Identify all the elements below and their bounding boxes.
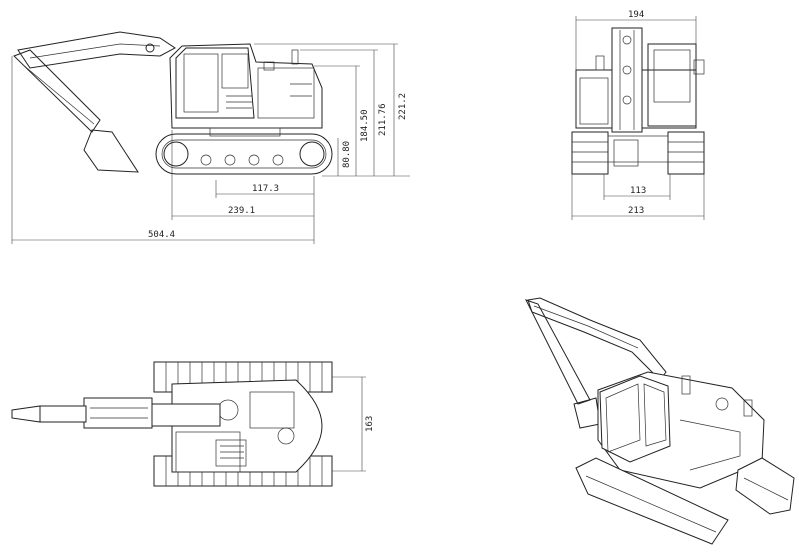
iso-cap bbox=[715, 397, 729, 411]
front-mirror bbox=[693, 59, 705, 75]
iso-cab bbox=[599, 375, 671, 463]
side-boom-pin bbox=[145, 43, 155, 53]
front-bucket bbox=[613, 139, 639, 167]
side-cab bbox=[175, 47, 255, 119]
side-boom bbox=[17, 31, 176, 69]
side-boom-line bbox=[29, 43, 161, 59]
side-engine-hood bbox=[257, 67, 315, 119]
top-view: 163 bbox=[11, 361, 375, 487]
iso-exhaust bbox=[681, 375, 691, 395]
side-roller-2 bbox=[224, 154, 236, 166]
iso-mirror bbox=[743, 399, 753, 417]
front-boom-pin-1 bbox=[622, 35, 632, 45]
side-mirror bbox=[263, 61, 275, 71]
front-boom bbox=[611, 27, 643, 133]
iso-track-front bbox=[575, 457, 729, 545]
side-bucket bbox=[83, 129, 139, 173]
front-track-left bbox=[571, 131, 609, 175]
front-track-right bbox=[667, 131, 705, 175]
dim-label-163: 163 bbox=[365, 416, 375, 432]
side-turntable bbox=[209, 127, 281, 137]
front-cab bbox=[647, 43, 697, 127]
side-arm bbox=[13, 49, 101, 133]
iso-boom bbox=[527, 297, 667, 381]
top-stick bbox=[39, 405, 87, 423]
dim-label-211-76: 211.76 bbox=[378, 103, 388, 136]
side-view: 117.3 239.1 504.4 80.80 184.50 211.76 22… bbox=[11, 31, 410, 244]
top-cab-roof bbox=[215, 439, 247, 467]
front-exhaust bbox=[595, 55, 605, 71]
top-upper-structure bbox=[171, 379, 323, 473]
side-exhaust bbox=[291, 49, 299, 65]
front-view: 194 113 213 bbox=[571, 10, 705, 220]
dim-label-221-2: 221.2 bbox=[398, 93, 408, 120]
front-boom-pin-3 bbox=[622, 95, 632, 105]
side-sprocket bbox=[299, 141, 325, 167]
iso-track-rear bbox=[735, 457, 795, 515]
isometric-view bbox=[525, 297, 795, 545]
dim-label-184-50: 184.50 bbox=[360, 109, 370, 142]
top-arm bbox=[83, 397, 153, 429]
side-upper-house bbox=[169, 43, 323, 129]
iso-cab-window-1 bbox=[605, 383, 641, 453]
top-bucket bbox=[11, 405, 41, 423]
top-fan bbox=[277, 427, 295, 445]
dim-label-213: 213 bbox=[628, 206, 644, 216]
dim-label-194: 194 bbox=[628, 10, 644, 20]
side-idler bbox=[163, 141, 189, 167]
iso-track-front-line bbox=[585, 475, 717, 533]
side-arm-line bbox=[21, 63, 95, 125]
iso-cab-window-2 bbox=[643, 383, 667, 447]
dim-label-117-3: 117.3 bbox=[252, 184, 279, 194]
dim-label-504-4: 504.4 bbox=[148, 230, 175, 240]
dim-label-80-80: 80.80 bbox=[342, 141, 352, 168]
side-roller-4 bbox=[272, 154, 284, 166]
iso-bucket bbox=[573, 397, 601, 429]
iso-boom-line bbox=[533, 305, 639, 349]
iso-engine-door bbox=[679, 419, 741, 471]
dim-label-113: 113 bbox=[630, 186, 646, 196]
front-cab-window bbox=[653, 49, 691, 103]
front-boom-pin-2 bbox=[622, 65, 632, 75]
dim-label-239-1: 239.1 bbox=[228, 206, 255, 216]
top-engine bbox=[249, 391, 295, 429]
side-track bbox=[155, 133, 333, 175]
side-track-inner bbox=[161, 139, 327, 169]
side-cab-window-1 bbox=[183, 53, 219, 113]
side-roller-1 bbox=[200, 154, 212, 166]
top-boom bbox=[149, 403, 221, 427]
side-cab-window-2 bbox=[221, 53, 249, 89]
iso-track-rear-line bbox=[743, 477, 789, 501]
front-engine-side bbox=[579, 77, 609, 125]
side-roller-3 bbox=[248, 154, 260, 166]
